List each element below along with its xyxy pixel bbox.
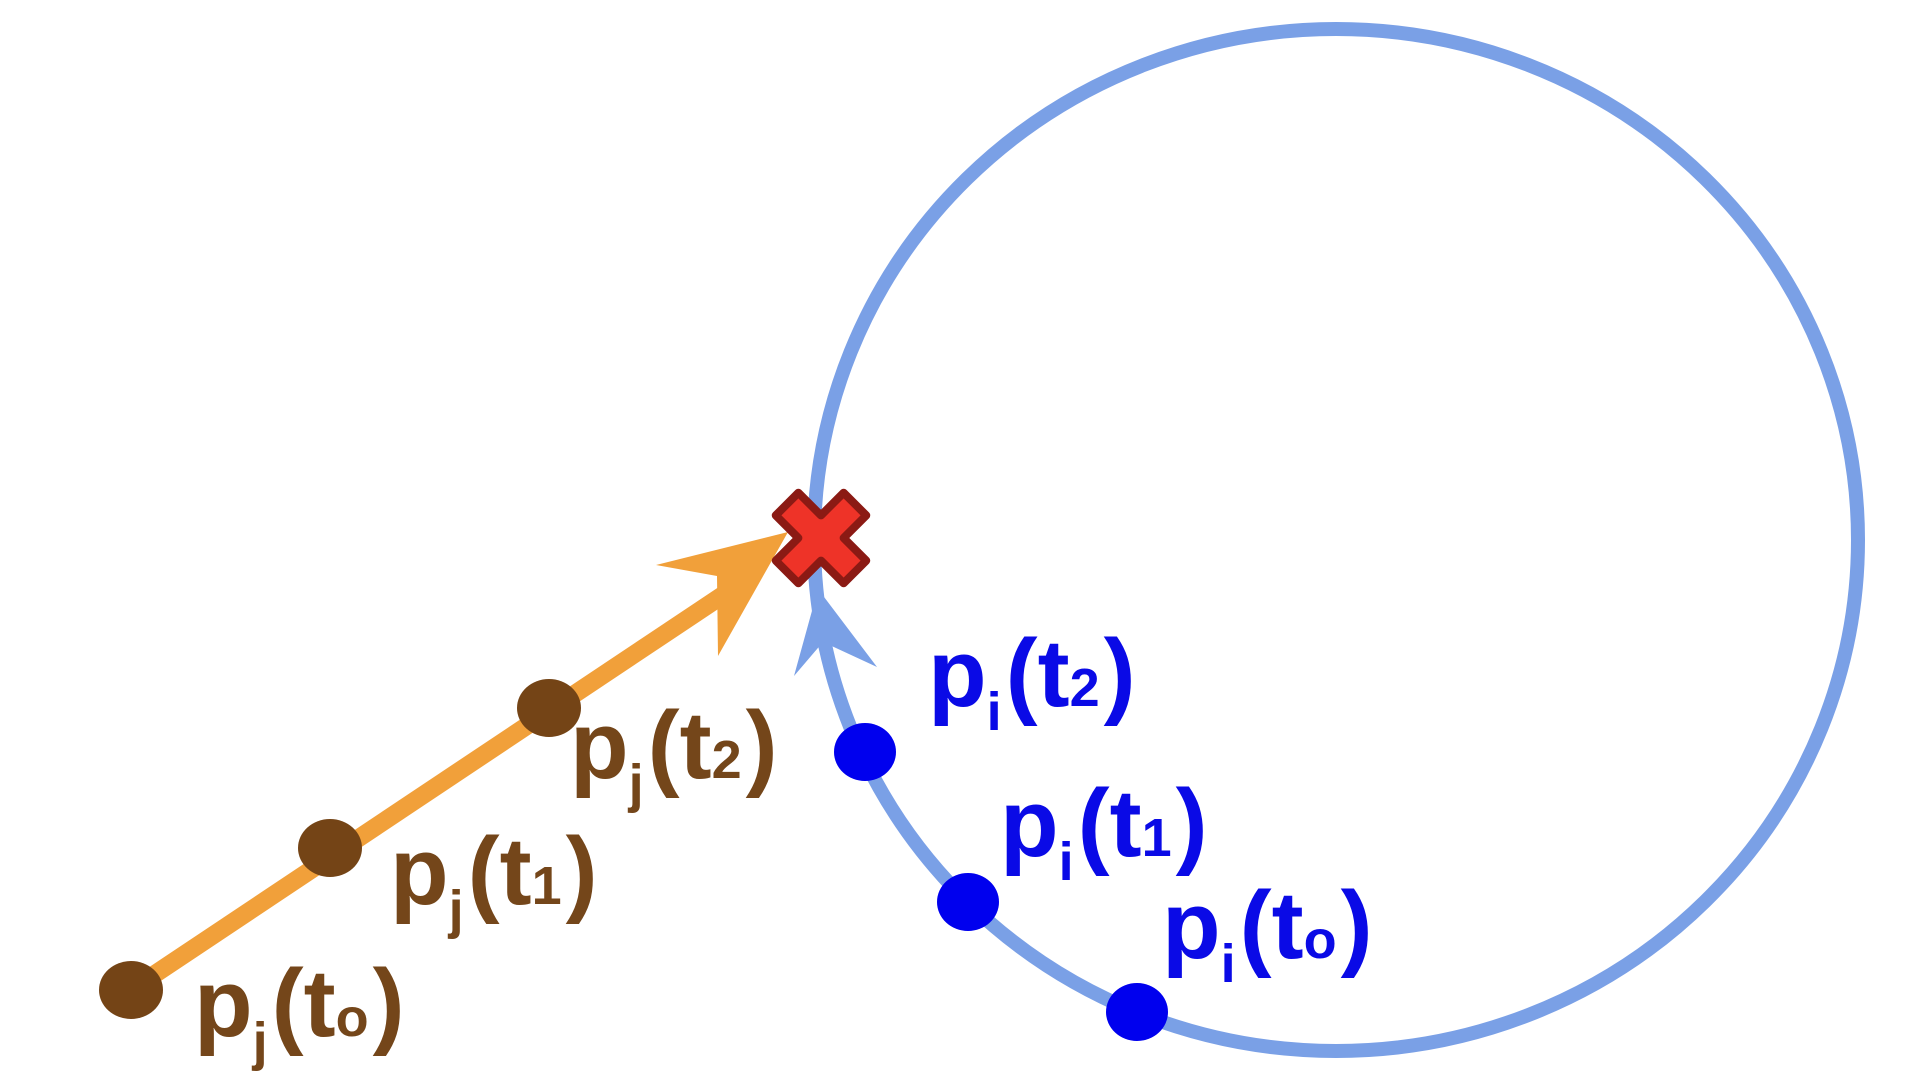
- label-i-t1: pi(t1): [1000, 770, 1208, 892]
- label-j-t2: pj(t2): [570, 692, 778, 814]
- path-line-j: [126, 573, 749, 998]
- arrow-head-j: [656, 532, 788, 656]
- point-j-t1: [298, 819, 362, 877]
- point-i-t2: [834, 723, 896, 781]
- point-i-t1: [937, 873, 999, 931]
- arrow-head-i: [794, 589, 877, 676]
- label-j-t1: pj(t1): [390, 818, 598, 940]
- collision-x-icon: [771, 488, 871, 588]
- label-i-t2: pi(t2): [928, 620, 1136, 742]
- point-j-t0: [99, 961, 163, 1019]
- label-j-t0: pj(to): [194, 950, 405, 1072]
- label-i-t0: pi(to): [1162, 872, 1373, 994]
- point-j-t2: [517, 679, 581, 737]
- point-i-t0: [1106, 983, 1168, 1041]
